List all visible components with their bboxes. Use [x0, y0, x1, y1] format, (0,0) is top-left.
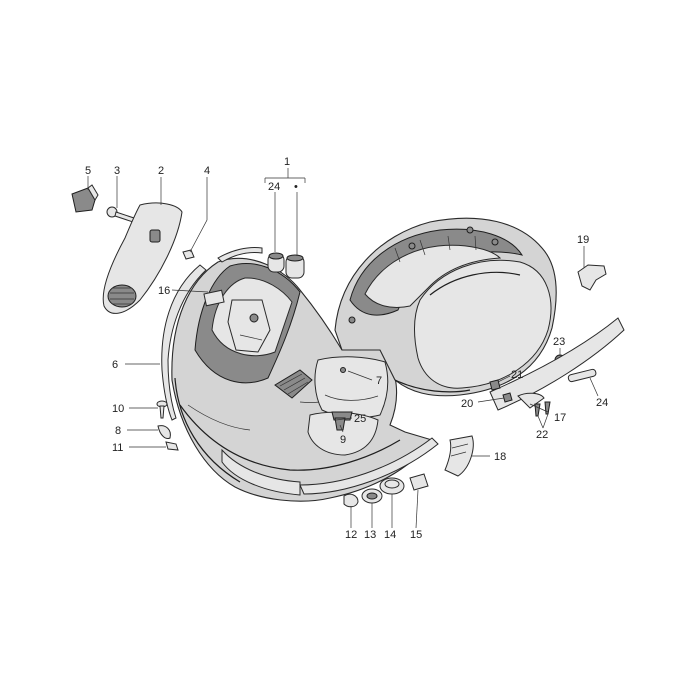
callout-16: 16 — [158, 285, 170, 297]
part-plug-12 — [343, 493, 359, 508]
callout-6: 6 — [112, 359, 118, 371]
callout-11: 11 — [112, 442, 123, 454]
glovebox-door — [314, 356, 389, 419]
callout-23: 23 — [553, 336, 565, 348]
part-clip-19 — [577, 264, 607, 291]
callout-9: 9 — [340, 434, 346, 446]
rear-body-shell — [334, 217, 557, 397]
callout-4: 4 — [204, 165, 210, 177]
callout-13: 13 — [364, 529, 376, 541]
part-clip-5 — [71, 184, 99, 213]
callout-24: 24 — [596, 397, 608, 409]
part-grommet-4 — [182, 249, 195, 260]
part-plate-15 — [409, 473, 429, 491]
leader-lines — [87, 168, 599, 529]
callout-2: 2 — [158, 165, 164, 177]
callout-22: 22 — [536, 429, 548, 441]
callout-25: 25 — [354, 413, 366, 425]
edge-trim-strip — [161, 247, 263, 421]
floor-strip — [299, 437, 439, 495]
part-screw-10 — [156, 400, 168, 419]
part-cap-14 — [379, 477, 405, 495]
callout-20: 20 — [461, 398, 473, 410]
callout-19: 19 — [577, 234, 589, 246]
part-screw-3 — [106, 206, 135, 223]
part-bracket-18 — [444, 435, 474, 477]
part-side-strip-24 — [489, 317, 625, 411]
part-grommet-13 — [361, 488, 383, 504]
callout-14: 14 — [384, 529, 396, 541]
callout-8: 8 — [115, 425, 121, 437]
part-fasteners-17-22 — [489, 379, 551, 417]
part-screw-9 — [334, 417, 346, 431]
callout-1-24: 24 — [268, 181, 280, 193]
part-horn-cover-2 — [102, 202, 183, 314]
callout-1: 1 — [284, 156, 290, 168]
part-clip-11 — [165, 441, 179, 451]
callout-labels: 1 24 • 2 3 4 5 16 6 10 8 11 7 25 9 12 13… — [85, 156, 608, 541]
callout-21: 21 — [511, 369, 523, 381]
callout-15: 15 — [410, 529, 422, 541]
callout-17: 17 — [554, 412, 566, 424]
part-tubes-24 — [267, 252, 305, 279]
callout-18: 18 — [494, 451, 506, 463]
part-clip-8 — [157, 425, 171, 439]
callout-10: 10 — [112, 403, 124, 415]
callout-5: 5 — [85, 165, 91, 177]
callout-12: 12 — [345, 529, 357, 541]
callout-3: 3 — [114, 165, 120, 177]
callout-7: 7 — [376, 375, 382, 387]
callout-1-dot: • — [294, 181, 298, 193]
